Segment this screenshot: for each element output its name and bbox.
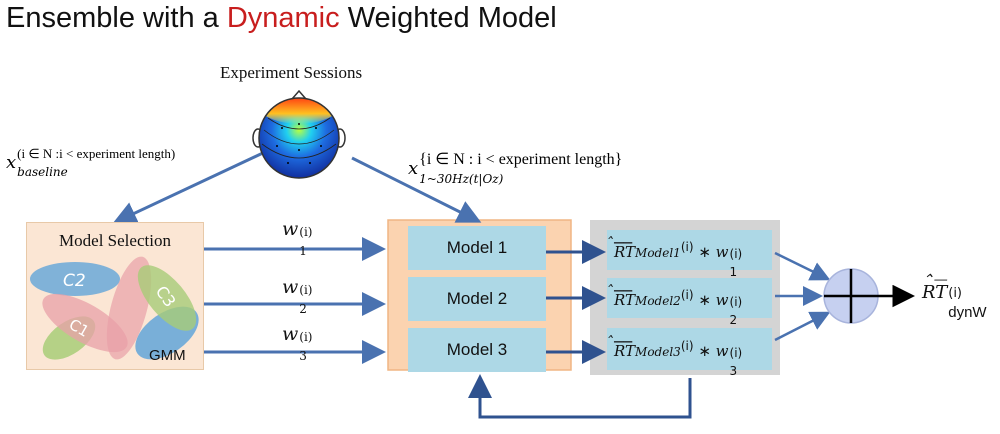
final-output-sup: (i) [948, 286, 963, 301]
eeg-topography-head-icon [252, 89, 346, 179]
weighted-output-3-box [607, 328, 772, 370]
final-output-sub: dynW [948, 304, 987, 321]
filtered-superscript: {i ∈ N : i < experiment length} [419, 151, 623, 168]
cluster-c1 [42, 293, 128, 353]
weight-3-label: w(i)3 [282, 323, 313, 363]
weighted-output-2-label: ̂──RTModel2(i) ∗ w(i)2 [614, 282, 743, 327]
arrow-head-to-models [351, 156, 482, 223]
baseline-superscript: (i ∈ N :i < experiment length) [17, 146, 176, 161]
model-selection-panel: Model Selection C2 C3 C1 GMM [26, 222, 204, 370]
filtered-input-label: x {i ∈ N : i < experiment length} 1~30Hz… [408, 151, 622, 186]
weighted-output-1-label: ̂──RTModel1(i) ∗ w(i)1 [614, 234, 743, 279]
cluster-c3 [137, 265, 197, 331]
feedback-loop-arrow [468, 374, 692, 419]
baseline-input-label: x (i ∈ N :i < experiment length) baselin… [6, 146, 175, 179]
sessions-label: Experiment Sessions [220, 63, 363, 82]
final-output-label: ⌃—RT(i)dynW [922, 272, 987, 321]
model-1-box: Model 1 [408, 226, 546, 270]
page-title: Ensemble with a Dynamic Weighted Model [6, 2, 557, 35]
model-3-box: Model 3 [408, 328, 546, 372]
weight-1-label: w(i)1 [282, 218, 313, 258]
gmm-label: GMM [149, 347, 186, 364]
cluster-c2 [30, 262, 120, 296]
cluster-plot [30, 256, 199, 360]
filtered-subscript: 1~30Hz(t|Oz) [419, 172, 504, 186]
arrow-out-1-sum [774, 251, 831, 281]
arrow-out-3-sum [774, 311, 831, 342]
arrow-head-to-selection [112, 150, 266, 225]
model-selection-title: Model Selection [59, 231, 171, 250]
title-prefix: Ensemble with a [6, 2, 227, 34]
title-suffix: Weighted Model [339, 2, 557, 34]
model-2-box: Model 2 [408, 277, 546, 321]
weighted-output-1-box [607, 230, 772, 270]
filtered-symbol: x [408, 158, 419, 179]
weighted-output-3-label: ̂──RTModel3(i) ∗ w(i)3 [614, 333, 743, 378]
cluster-label-c2: C2 [63, 271, 86, 291]
final-output-rt: RT [922, 282, 948, 303]
baseline-symbol: x [6, 152, 17, 173]
weighted-output-2-box [607, 278, 772, 318]
weight-2-label: w(i)2 [282, 276, 313, 316]
baseline-subscript: baseline [17, 165, 68, 179]
title-highlight: Dynamic [226, 2, 340, 34]
